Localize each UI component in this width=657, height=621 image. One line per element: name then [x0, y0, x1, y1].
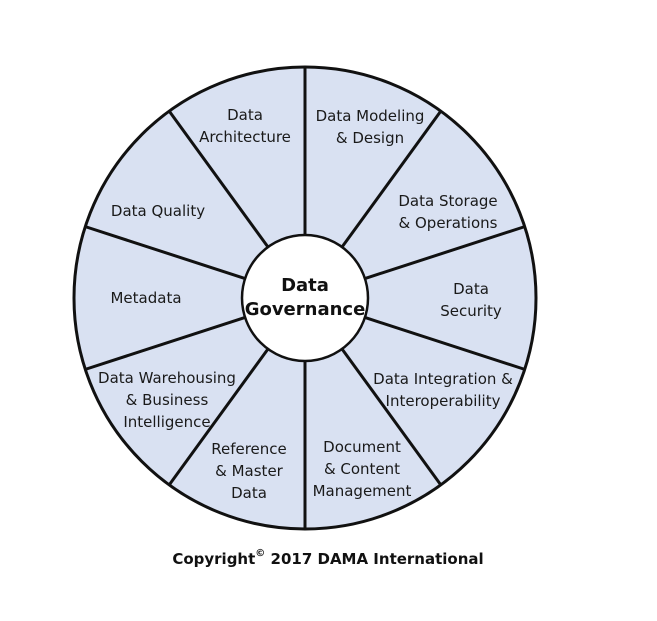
segment-label-line: & Design	[335, 129, 405, 147]
segment-divider	[340, 348, 442, 486]
segment-divider	[340, 110, 442, 248]
segment-divider	[168, 110, 270, 248]
segment-label-line: Architecture	[199, 128, 291, 146]
copyright-notice: Copyright© 2017 DAMA International	[172, 548, 484, 568]
segment-label-line: Data	[453, 280, 489, 298]
segment-label-line: Data Warehousing	[98, 369, 236, 387]
copyright-suffix: 2017 DAMA International	[265, 550, 484, 568]
segment-data-warehousing-bi: Data Warehousing & Business Intelligence	[98, 367, 236, 433]
segment-label-line: & Operations	[398, 214, 498, 232]
segment-label-line: Reference	[211, 440, 287, 458]
segment-label-line: & Master	[215, 462, 283, 480]
segment-divider	[84, 225, 246, 280]
spokes	[84, 67, 526, 529]
segment-label-line: Document	[323, 438, 401, 456]
segment-reference-master-data: Reference & Master Data	[211, 438, 287, 504]
segment-data-security: Data Security	[440, 278, 502, 322]
segment-data-integration-interoperability: Data Integration & Interoperability	[373, 368, 513, 412]
segment-metadata: Metadata	[110, 287, 181, 309]
segment-label-line: Data Storage	[398, 192, 498, 210]
segment-data-storage-operations: Data Storage & Operations	[398, 190, 497, 234]
segment-document-content-management: Document & Content Management	[313, 436, 412, 502]
segment-divider	[364, 225, 526, 280]
hub-circle	[240, 233, 370, 363]
segment-divider	[84, 316, 246, 371]
segment-data-modeling-design: Data Modeling & Design	[316, 105, 425, 149]
segment-label-line: Data Quality	[110, 202, 206, 220]
hub-label-line-2: Governance	[244, 299, 366, 320]
segment-label-line: & Content	[323, 460, 401, 478]
segment-data-quality: Data Quality	[111, 200, 205, 222]
segment-data-architecture: Data Architecture	[199, 104, 291, 148]
segment-label-line: Data Integration &	[373, 370, 513, 388]
segment-label-line: Security	[440, 302, 502, 320]
segment-label-line: Data	[227, 106, 263, 124]
segment-label-line: Management	[312, 482, 412, 500]
segment-divider	[364, 316, 526, 371]
segment-label-line: Interoperability	[385, 392, 501, 410]
hub-label: Data Governance	[245, 274, 366, 322]
segment-label-line: Data Modeling	[315, 107, 425, 125]
segment-label-line: Intelligence	[123, 413, 211, 431]
copyright-prefix: Copyright	[172, 550, 256, 568]
segment-divider	[168, 348, 270, 486]
segment-label-line: & Business	[125, 391, 209, 409]
segment-label-line: Data	[231, 484, 267, 502]
hub-label-line-1: Data	[281, 275, 329, 296]
copyright-symbol: ©	[255, 548, 266, 559]
segment-label-line: Metadata	[110, 289, 182, 307]
